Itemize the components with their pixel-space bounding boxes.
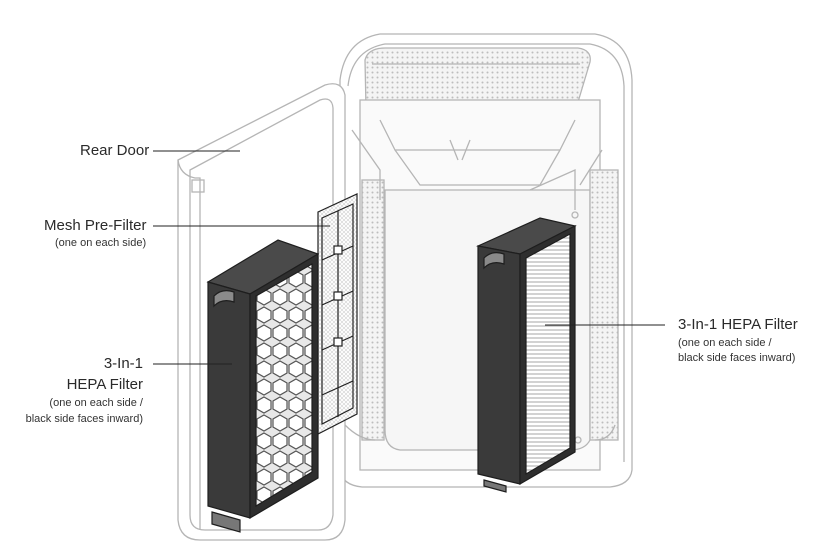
label-mesh-prefilter: Mesh Pre-Filter (44, 217, 147, 234)
label-hepa-right: 3-In-1 HEPA Filter (678, 316, 798, 333)
label-hepa-left-line1: 3-In-1 (103, 355, 143, 372)
hepa-filter-right (476, 217, 577, 493)
label-hepa-right-note-line2: black side faces inward) (678, 352, 796, 364)
label-hepa-left-note-line2: black side faces inward) (25, 413, 143, 425)
hepa-filter-left (206, 239, 320, 533)
label-hepa-left-note-line1: (one on each side / (49, 397, 143, 409)
label-hepa-right-note-line1: (one on each side / (678, 337, 772, 349)
label-rear-door: Rear Door (80, 142, 150, 159)
label-mesh-prefilter-note: (one on each side) (55, 237, 147, 249)
leader-lines (153, 150, 665, 365)
mesh-prefilter (317, 193, 358, 435)
label-hepa-left-line2: HEPA Filter (66, 376, 143, 393)
